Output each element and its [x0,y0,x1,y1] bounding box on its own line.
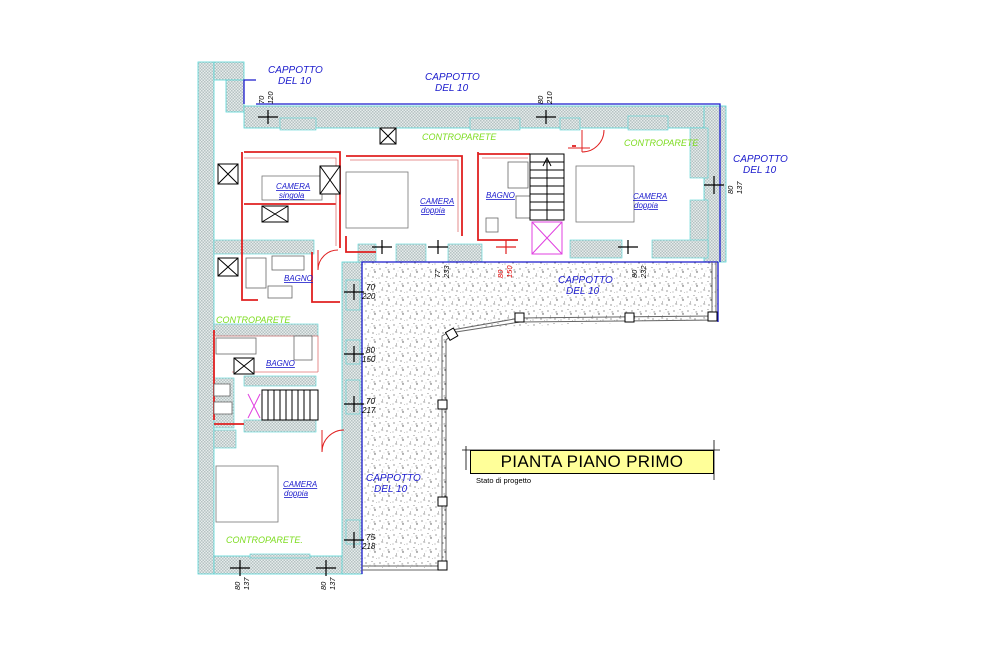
plan-subtitle: Stato di progetto [476,476,532,485]
door-swings [317,129,605,453]
cappotto-lower-1: CAPPOTTO [366,473,421,484]
stairs-lower [261,389,319,421]
cappotto-top-mid-1: CAPPOTTO [425,72,480,83]
dim-left-2b: 150 [362,355,376,364]
cappotto-terrace-1: CAPPOTTO [558,275,613,286]
dim-left-3a: 70 [366,397,375,406]
dim-bottom-2b: 137 [328,577,337,590]
camera-doppia-2b: doppia [634,201,659,210]
cappotto-right-2: DEL 10 [743,165,777,176]
bath-fixtures [213,161,531,415]
dim-right-a: 80 [726,185,735,194]
dim-mid-1b: 233 [442,265,451,279]
dim-mid-2b: 150 [505,265,514,278]
dim-bottom-1a: 80 [233,581,242,590]
controparete-top: CONTROPARETE [422,132,497,142]
dim-left-4b: 218 [361,542,376,551]
controparete-left: CONTROPARETE [216,315,291,325]
dim-right-b: 137 [735,181,744,194]
controparete-bottom: CONTROPARETE. [226,535,303,545]
cappotto-right-1: CAPPOTTO [733,154,788,165]
dim-left-3b: 217 [361,406,376,415]
camera-doppia-3b: doppia [284,489,309,498]
cappotto-top-left-1: CAPPOTTO [268,65,323,76]
bagno-1: BAGNO [284,274,313,283]
beds [215,165,635,523]
dim-top-left-a: 70 [257,95,266,104]
camera-singola-2: singola [279,191,305,200]
dimension-labels-horizontal: 70 220 80 150 70 217 75 218 [361,283,376,551]
camera-doppia-2a: CAMERA [633,192,667,201]
window-markers [230,110,724,576]
shafts [217,127,397,375]
dim-left-4a: 75 [366,533,375,542]
dimension-labels: 70 120 80 210 80 137 77 233 80 150 80 23… [233,91,744,590]
dim-left-1a: 70 [366,283,375,292]
cappotto-terrace-2: DEL 10 [566,286,600,297]
cappotto-outline [243,79,721,574]
cappotto-top-left-2: DEL 10 [278,76,312,87]
parapet-posts [437,311,718,571]
dim-bottom-2a: 80 [319,581,328,590]
dim-left-1b: 220 [361,292,376,301]
camera-doppia-1b: doppia [421,206,446,215]
dim-top-left-b: 120 [266,91,275,104]
dim-top-mid-b: 210 [545,91,554,105]
camera-doppia-3a: CAMERA [283,480,317,489]
cappotto-top-mid-2: DEL 10 [435,83,469,94]
plan-title-box: PIANTA PIANO PRIMO [470,450,714,474]
wall-piers [213,115,709,559]
bagno-3: BAGNO [266,359,295,368]
dim-top-mid-a: 80 [536,95,545,104]
stair-voids [247,221,563,419]
camera-singola-1: CAMERA [276,182,310,191]
dim-bottom-1b: 137 [242,577,251,590]
controparete-right: CONTROPARETE [624,138,699,148]
cappotto-lower-2: DEL 10 [374,484,408,495]
dim-mid-3b: 232 [639,265,648,279]
plan-title: PIANTA PIANO PRIMO [500,452,684,471]
dim-mid-3a: 80 [630,269,639,278]
camera-doppia-1a: CAMERA [420,197,454,206]
stairs-upper [529,153,565,221]
dim-mid-2a: 80 [496,269,505,278]
partition-walls [213,145,576,425]
dim-mid-1a: 77 [433,269,442,278]
bagno-2: BAGNO [486,191,515,200]
dim-left-2a: 80 [366,346,375,355]
red-markers [496,240,516,254]
terrace-gravel [362,262,718,568]
